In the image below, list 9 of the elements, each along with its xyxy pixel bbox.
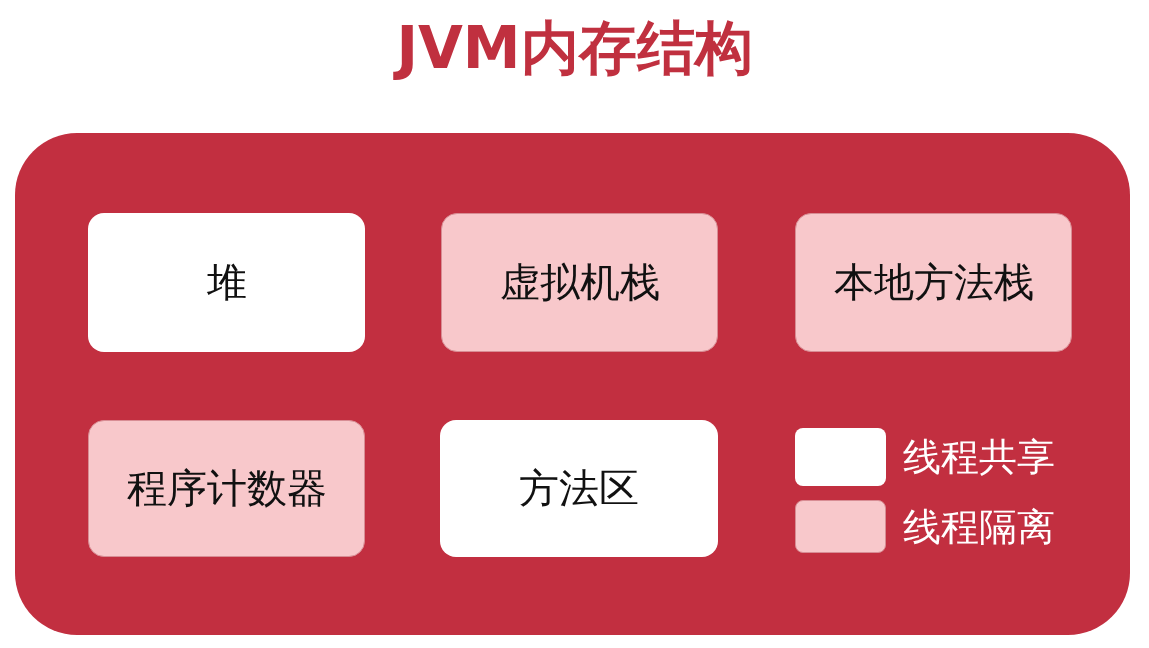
- legend-label: 线程共享: [903, 434, 1055, 481]
- memory-area-box: 堆: [88, 213, 365, 352]
- legend-label: 线程隔离: [903, 503, 1055, 551]
- title: JVM内存结构: [0, 8, 1149, 88]
- memory-area-box: 本地方法栈: [795, 213, 1072, 352]
- memory-area-box: 程序计数器: [88, 420, 365, 557]
- memory-area-box: 方法区: [440, 420, 718, 557]
- panel: [15, 133, 1130, 635]
- memory-area-box: 虚拟机栈: [441, 213, 718, 352]
